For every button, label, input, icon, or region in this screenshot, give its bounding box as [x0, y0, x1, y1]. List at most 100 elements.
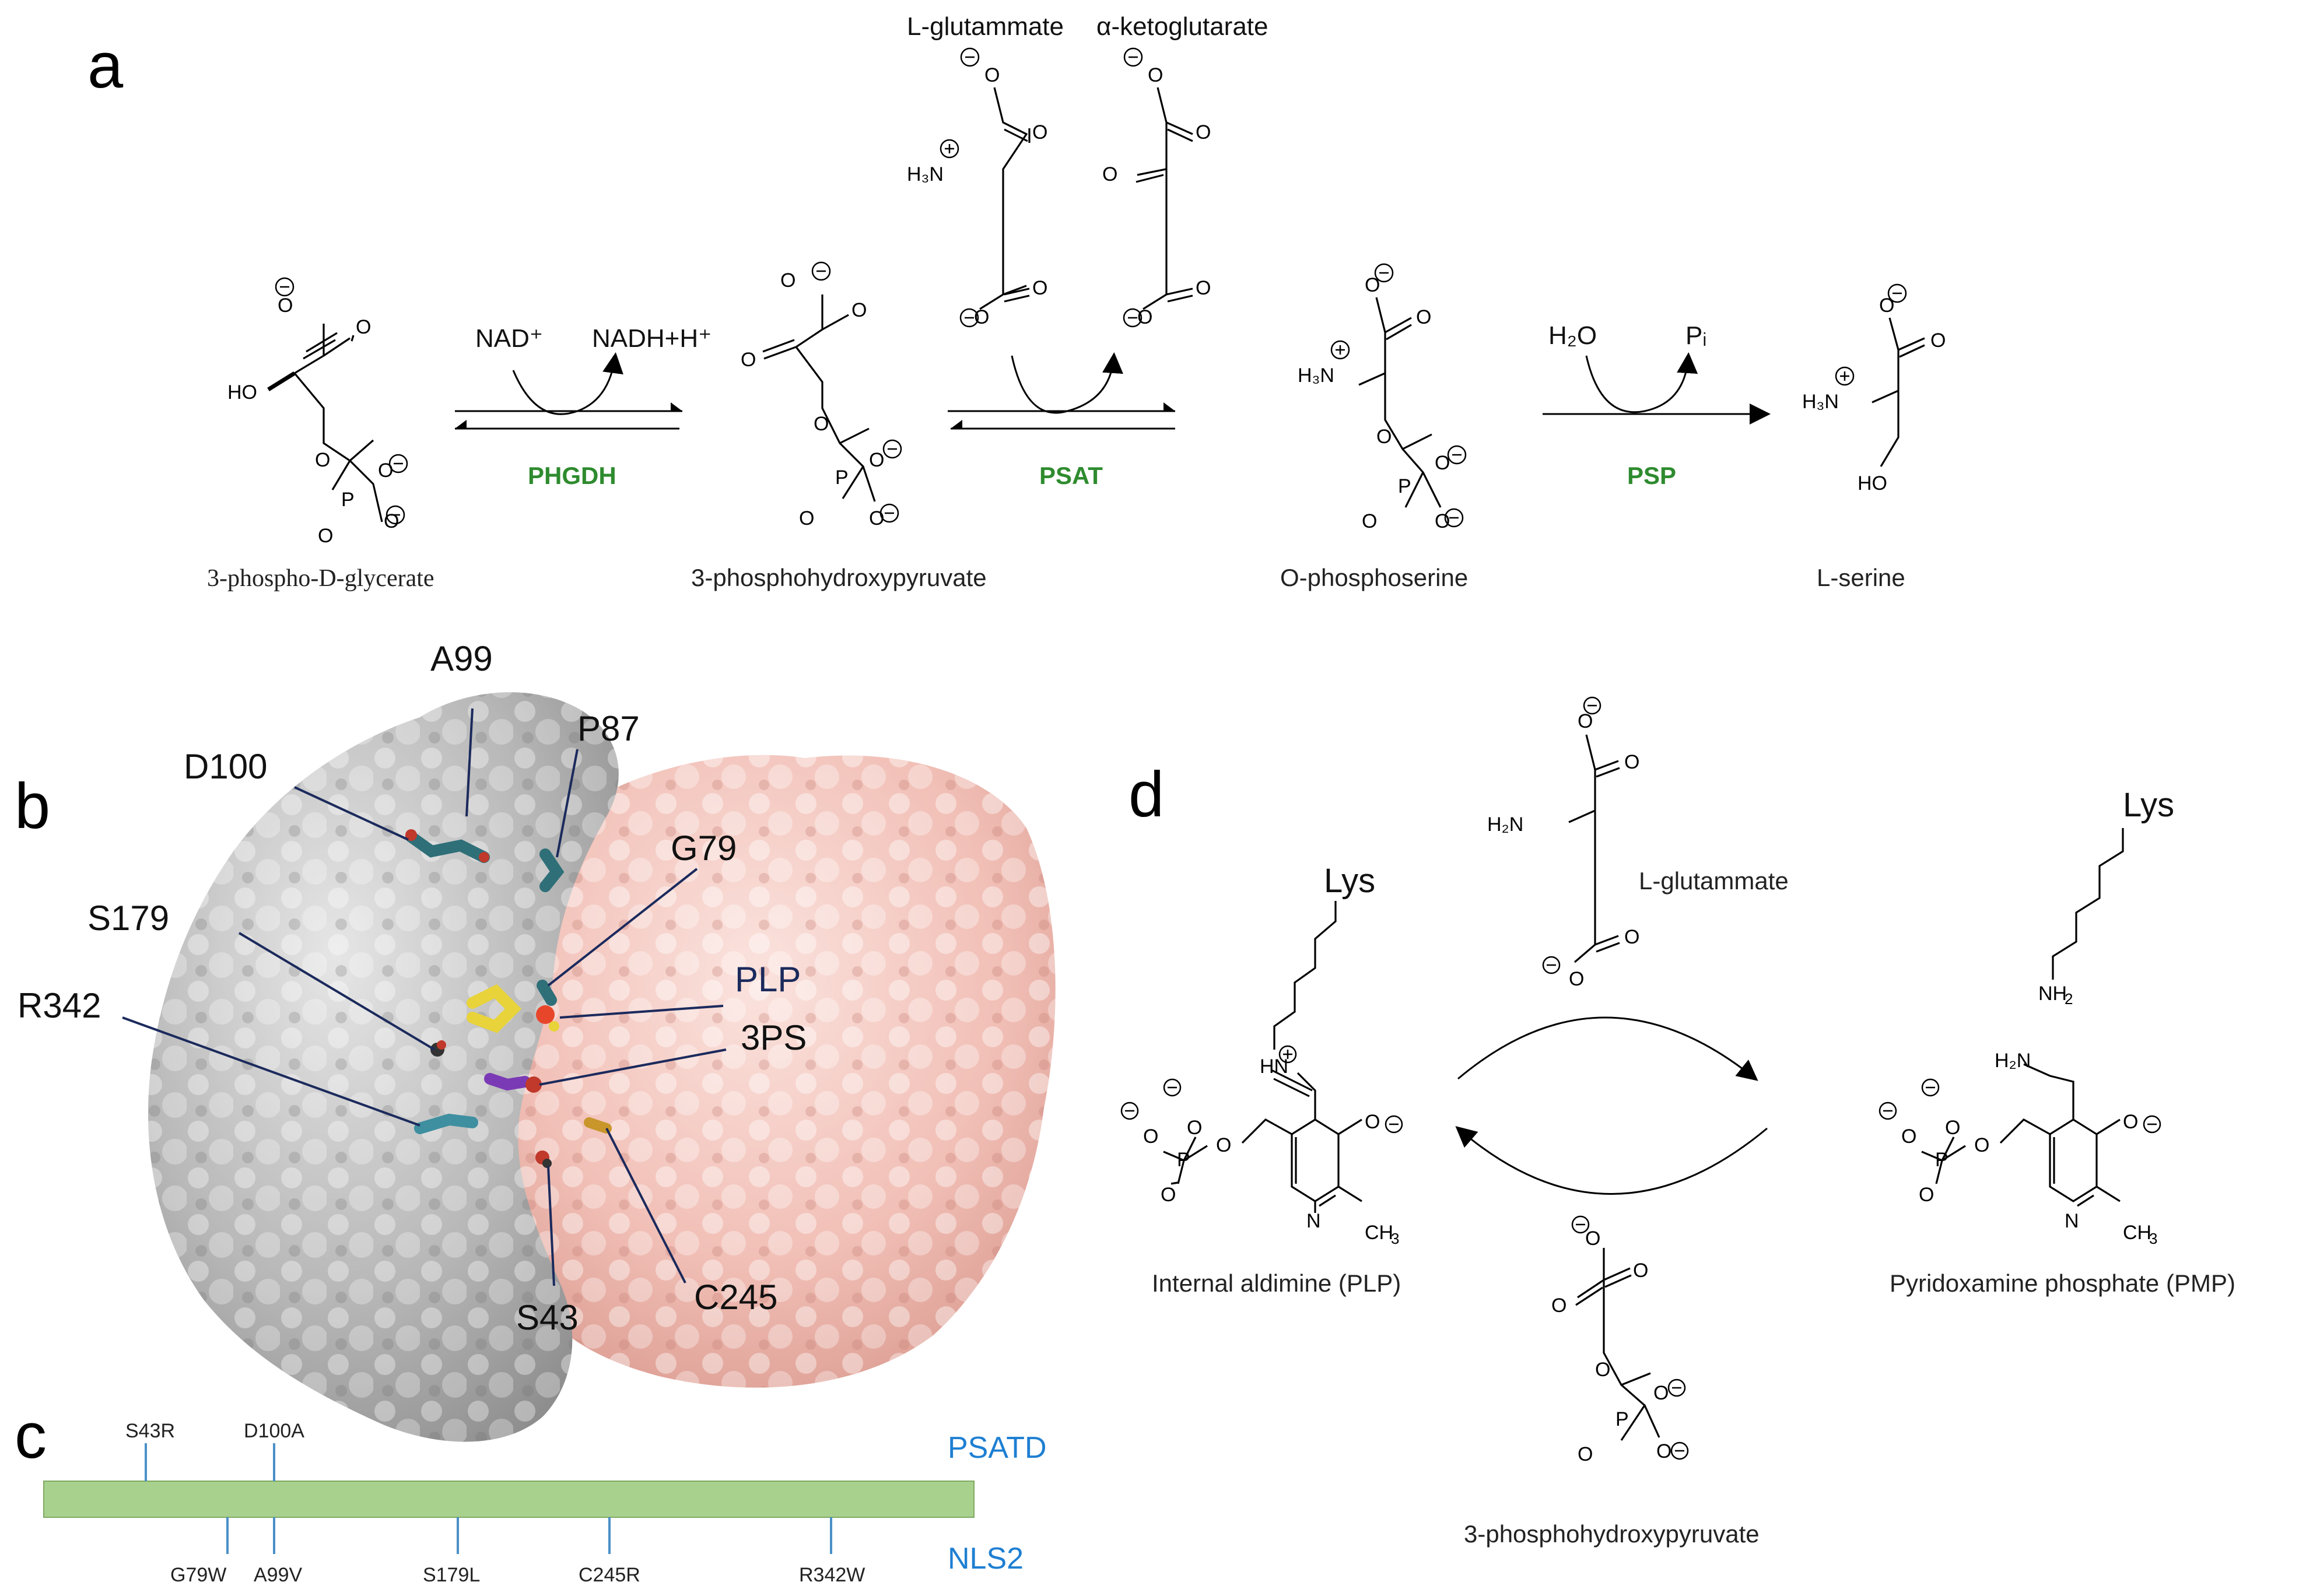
protein-bar — [43, 1481, 975, 1518]
svg-text:O: O — [278, 294, 293, 317]
svg-text:O: O — [1216, 1134, 1231, 1156]
svg-text:HO: HO — [1858, 472, 1887, 494]
svg-text:O: O — [741, 349, 756, 371]
residue-label-d100: D100 — [184, 747, 267, 786]
psat-cofactors: L-glutammate α-ketoglutarate O O H₃N O O… — [907, 12, 1268, 328]
residue-label-r342: R342 — [17, 986, 101, 1025]
svg-text:O: O — [2123, 1111, 2138, 1133]
svg-text:O: O — [1435, 510, 1450, 532]
svg-text:P: P — [341, 489, 355, 511]
molecule-pmp: Lys NH2 H₂N N CH3 O O P O O O Pyridoxami… — [1879, 786, 2235, 1297]
protein-structure-panel: A99 P87 D100 G79 S179 PLP R342 3PS C245 … — [17, 639, 1056, 1442]
cofactor-nad: NAD⁺ — [475, 324, 543, 353]
svg-text:HO: HO — [227, 381, 257, 404]
cofactor-glutammate: L-glutammate — [907, 12, 1064, 41]
pathway-panel: O O HO O P O O O 3-phospho-D-glycerate N… — [207, 12, 1946, 592]
svg-text:O: O — [1653, 1382, 1669, 1404]
svg-text:O: O — [814, 413, 829, 435]
cofactor-water: H₂O — [1548, 321, 1597, 350]
svg-text:O: O — [1032, 121, 1047, 143]
svg-text:O: O — [851, 299, 867, 321]
svg-text:O: O — [378, 459, 393, 482]
svg-text:O: O — [1595, 1359, 1610, 1381]
svg-text:O: O — [1879, 294, 1894, 317]
svg-text:O: O — [1901, 1125, 1916, 1148]
reverse-arc-arrow — [1455, 1126, 1768, 1195]
svg-text:O: O — [1102, 163, 1117, 185]
enzyme-phgdh: PHGDH — [528, 462, 616, 489]
svg-text:O: O — [1161, 1184, 1176, 1206]
svg-text:3: 3 — [2149, 1230, 2157, 1247]
residue-label-p87: P87 — [577, 709, 640, 748]
mutation-s179l: S179L — [423, 1564, 480, 1586]
svg-text:O: O — [1578, 1443, 1593, 1465]
panel-letter-d: d — [1129, 759, 1164, 830]
mechanism-panel: Lys HN N CH3 O O P O O O Internal aldimi… — [1120, 696, 2235, 1548]
enzyme-psat: PSAT — [1039, 462, 1103, 489]
cofactor-pi: Pᵢ — [1685, 321, 1706, 350]
svg-text:O: O — [1143, 1125, 1158, 1148]
mutation-g79w: G79W — [170, 1564, 226, 1586]
svg-text:O: O — [1196, 277, 1211, 299]
svg-text:H₃N: H₃N — [1802, 391, 1839, 413]
molecule-internal-aldimine: Lys HN N CH3 O O P O O O Internal aldimi… — [1120, 862, 1403, 1297]
svg-text:N: N — [1306, 1210, 1321, 1232]
compound-2-label: 3-phosphohydroxypyruvate — [691, 564, 987, 591]
svg-text:O: O — [1945, 1117, 1960, 1139]
mutation-d100a: D100A — [244, 1420, 304, 1442]
lys-label-2: Lys — [2123, 786, 2174, 824]
reaction-psp: H₂O Pᵢ PSP — [1543, 321, 1771, 489]
svg-text:H₂N: H₂N — [1487, 813, 1523, 836]
molecule-bottom-3php: O O O O P O O O 3-phosphohydroxypyruvate — [1464, 1215, 1760, 1548]
svg-text:O: O — [1624, 926, 1639, 948]
svg-text:O: O — [318, 525, 333, 547]
svg-text:H₃N: H₃N — [1298, 364, 1334, 387]
svg-text:O: O — [315, 449, 330, 471]
svg-text:O: O — [799, 507, 814, 529]
svg-text:O: O — [1137, 306, 1152, 328]
svg-text:N: N — [2065, 1210, 2079, 1232]
molecule-3-phosphohydroxypyruvate: O O O O P O O O 3-phosphohydroxypyruvate — [691, 261, 987, 591]
panel-letter-b: b — [15, 770, 50, 842]
svg-text:2: 2 — [2065, 990, 2073, 1008]
mutation-track-panel: S43R D100A G79W A99V S179L C245R R342W P… — [43, 1420, 1047, 1586]
svg-text:O: O — [1365, 1111, 1380, 1133]
molecule-o-phosphoserine: O O H₃N O P O O O O-phosphoserine — [1280, 263, 1468, 591]
svg-text:CH: CH — [2123, 1222, 2151, 1244]
residue-sticks — [405, 829, 612, 1168]
svg-text:O: O — [869, 449, 884, 471]
svg-text:O: O — [780, 269, 795, 292]
track-label-psatd: PSATD — [948, 1431, 1047, 1465]
svg-text:O: O — [1974, 1134, 1989, 1156]
svg-text:O: O — [1365, 274, 1380, 296]
svg-text:O: O — [1919, 1184, 1934, 1206]
svg-text:O: O — [1376, 426, 1392, 448]
svg-text:O: O — [1362, 510, 1377, 532]
residue-leaders — [122, 708, 727, 1286]
caption-internal-aldimine: Internal aldimine (PLP) — [1152, 1269, 1401, 1297]
residue-label-plp: PLP — [735, 960, 801, 999]
caption-bottom-3php: 3-phosphohydroxypyruvate — [1464, 1520, 1760, 1548]
molecule-l-serine: O O H₃N HO L-serine — [1802, 283, 1946, 591]
svg-text:H₃N: H₃N — [907, 163, 944, 185]
reaction-phgdh: NAD⁺ NADH+H⁺ PHGDH — [455, 324, 712, 489]
svg-text:O: O — [1416, 306, 1431, 328]
molecule-3-phospho-d-glycerate: O O HO O P O O O 3-phospho-D-glycerate — [207, 277, 434, 592]
compound-3-label: O-phosphoserine — [1280, 564, 1468, 591]
svg-text:O: O — [1196, 121, 1211, 143]
svg-text:O: O — [1930, 329, 1946, 352]
svg-text:O: O — [356, 316, 371, 338]
panel-letter-a: a — [87, 30, 124, 101]
svg-text:O: O — [1148, 64, 1163, 86]
mutation-s43r: S43R — [125, 1420, 175, 1442]
svg-text:O: O — [1633, 1260, 1648, 1282]
svg-text:H₂N: H₂N — [1995, 1050, 2031, 1072]
svg-text:O: O — [1032, 277, 1047, 299]
mutation-r342w: R342W — [799, 1564, 865, 1586]
molecule-l-glutammate: O O H₂N O O L-glutammate — [1487, 696, 1789, 990]
compound-4-label: L-serine — [1817, 564, 1905, 591]
svg-text:CH: CH — [1365, 1222, 1393, 1244]
svg-text:P: P — [1935, 1149, 1948, 1171]
svg-text:P: P — [1615, 1408, 1629, 1430]
